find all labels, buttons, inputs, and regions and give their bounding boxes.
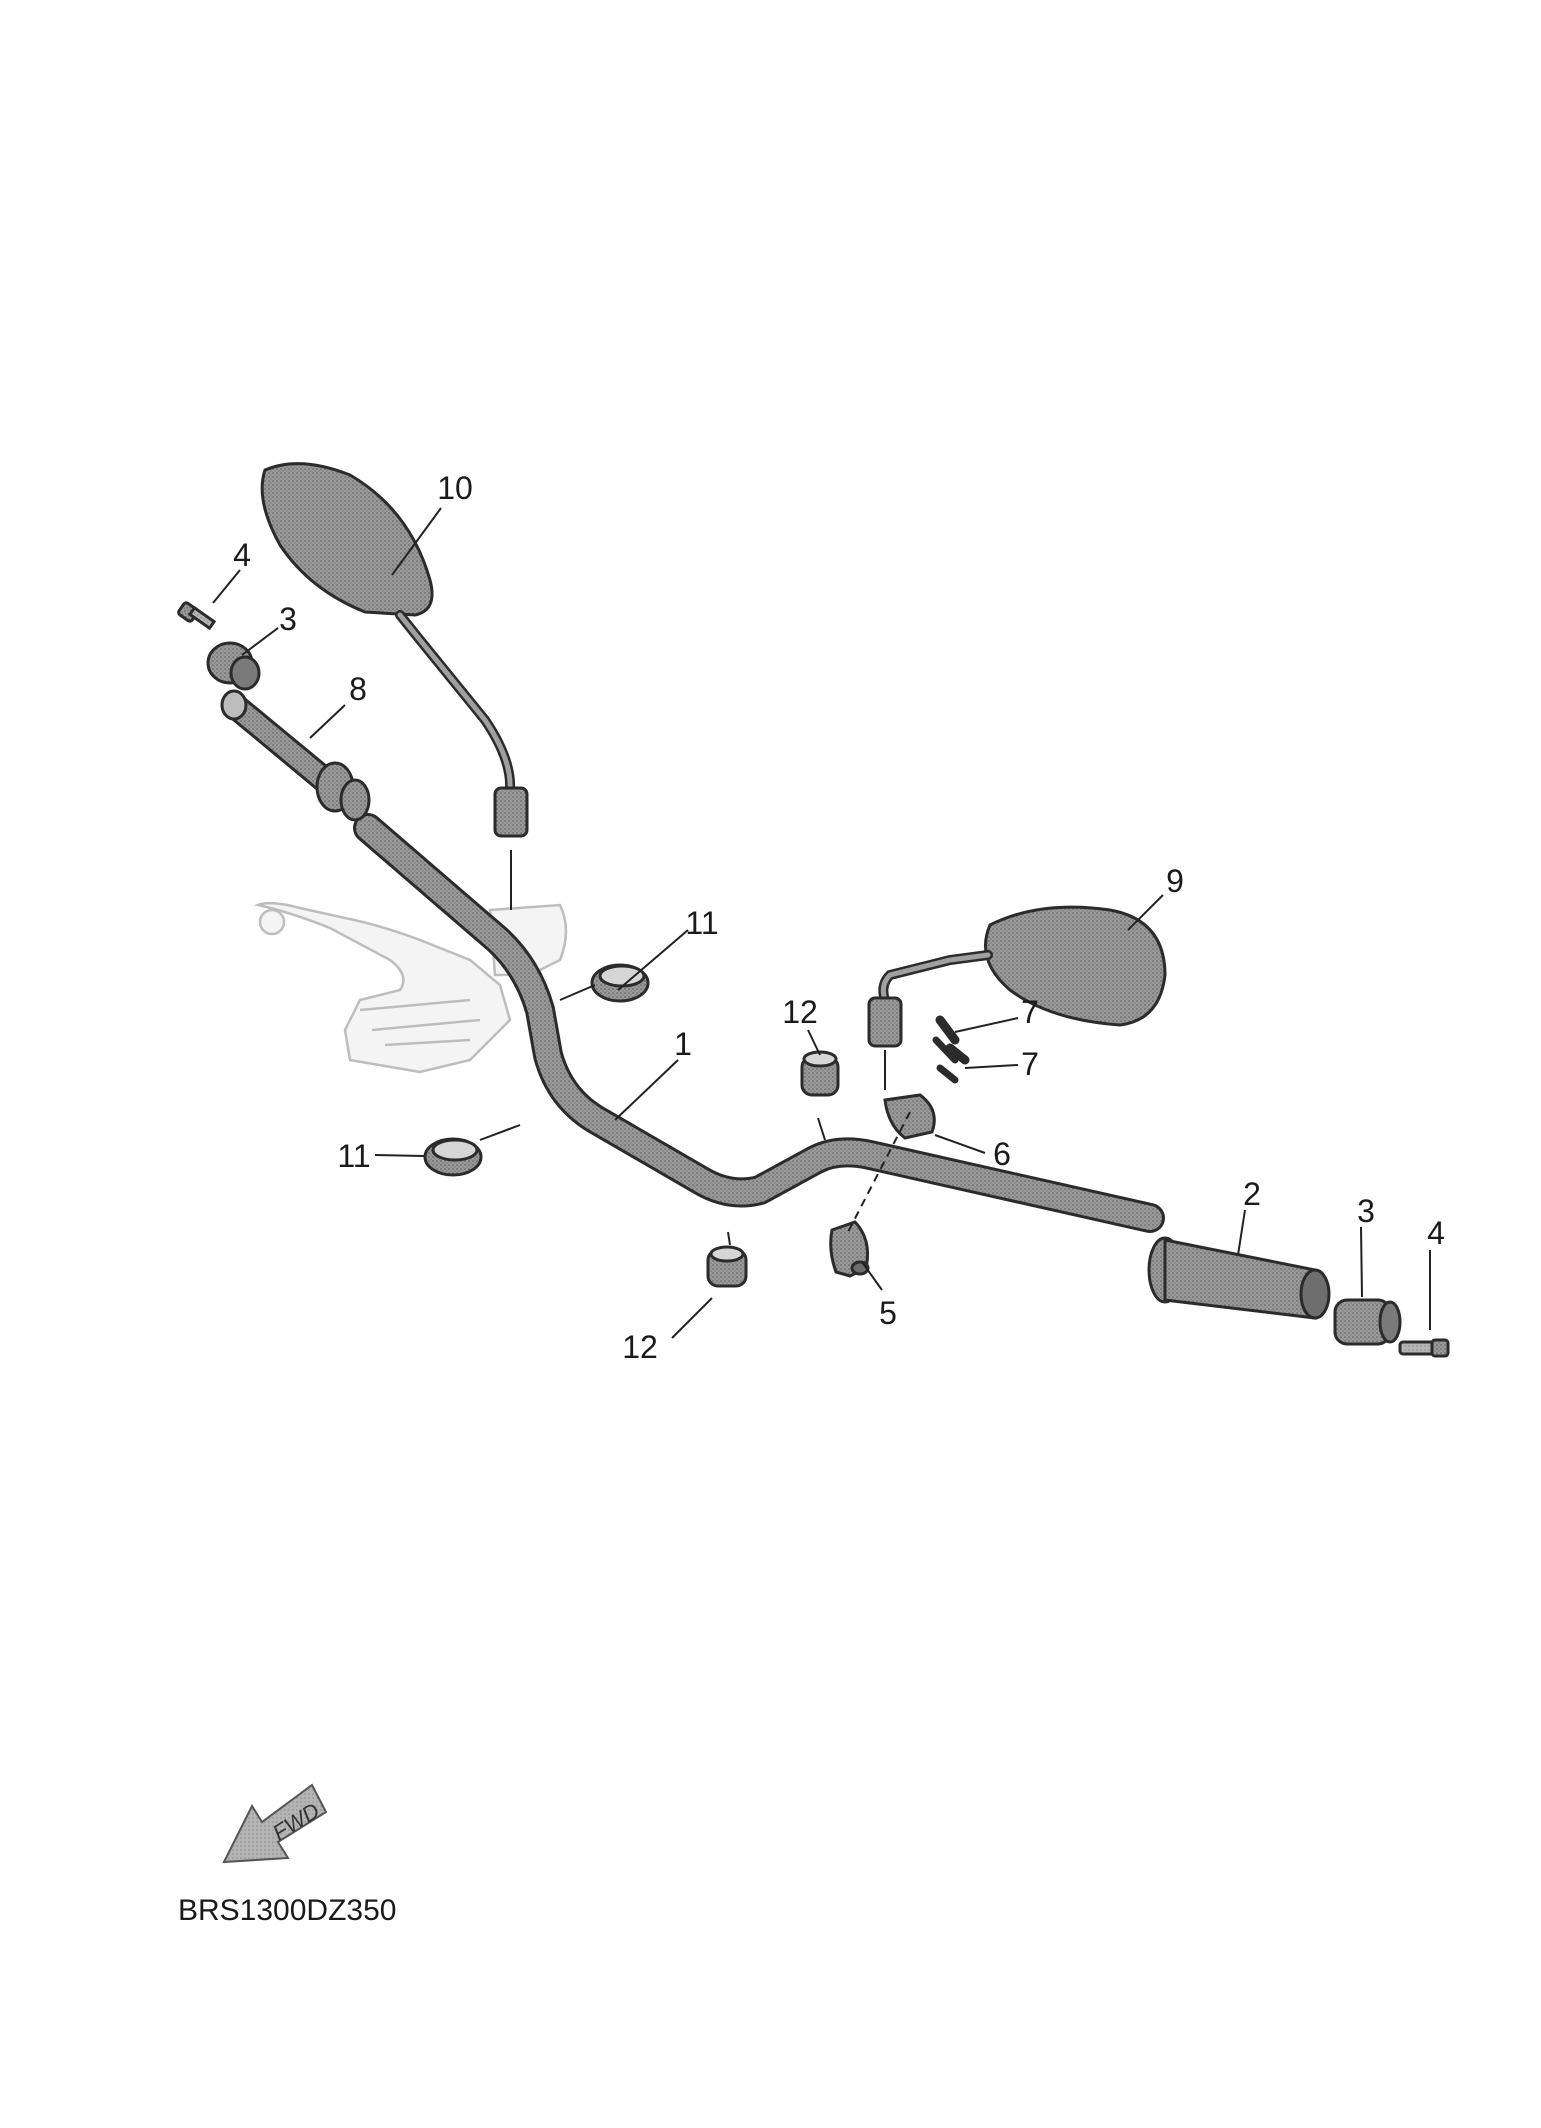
collar-upper [590,963,650,1003]
callout-collar-upper: 11 [685,905,718,941]
band-lower [706,1245,748,1288]
bolt-right [1398,1338,1450,1358]
drawing-code: BRS1300DZ350 [178,1894,396,1927]
holder-lower [829,1220,870,1278]
screw-a [932,1015,960,1064]
callout-band-lower: 12 [622,1329,658,1365]
mirror-left [260,462,529,838]
callout-end-weight-right: 3 [1357,1193,1375,1229]
callout-holder-lower: 5 [879,1295,897,1331]
assembly-guides [479,850,911,1246]
bolt-left [177,601,217,631]
end-weight-left [206,641,261,691]
callout-mirror-left: 10 [437,470,473,506]
callout-band-upper: 12 [782,994,818,1030]
holder-upper [883,1093,936,1140]
callout-holder-upper: 6 [993,1136,1011,1172]
fwd-arrow-icon: FWD [222,1783,328,1864]
band-upper [800,1050,840,1097]
callout-bolt-left: 4 [233,537,251,573]
mirror-right [867,905,1167,1048]
callout-mirror-right: 9 [1166,863,1184,899]
callout-grip-left: 8 [349,671,367,707]
callout-screw-b: 7 [1021,1046,1039,1082]
callout-screw-a: 7 [1021,994,1039,1030]
callout-leaders [212,507,1431,1339]
callout-right-grip: 2 [1243,1176,1261,1212]
callout-numbers: 10 4 3 8 9 11 11 12 12 1 7 7 6 2 3 4 5 [233,470,1445,1365]
callout-end-weight-left: 3 [279,601,297,637]
callout-collar-lower: 11 [337,1138,370,1174]
handlebar [353,813,1165,1233]
screw-b [936,1043,970,1084]
grip-right [1147,1236,1331,1320]
grip-left [220,689,371,822]
callout-handlebar: 1 [674,1026,692,1062]
end-weight-right [1333,1298,1402,1346]
callout-bolt-right: 4 [1427,1215,1445,1251]
collar-lower [423,1137,483,1177]
